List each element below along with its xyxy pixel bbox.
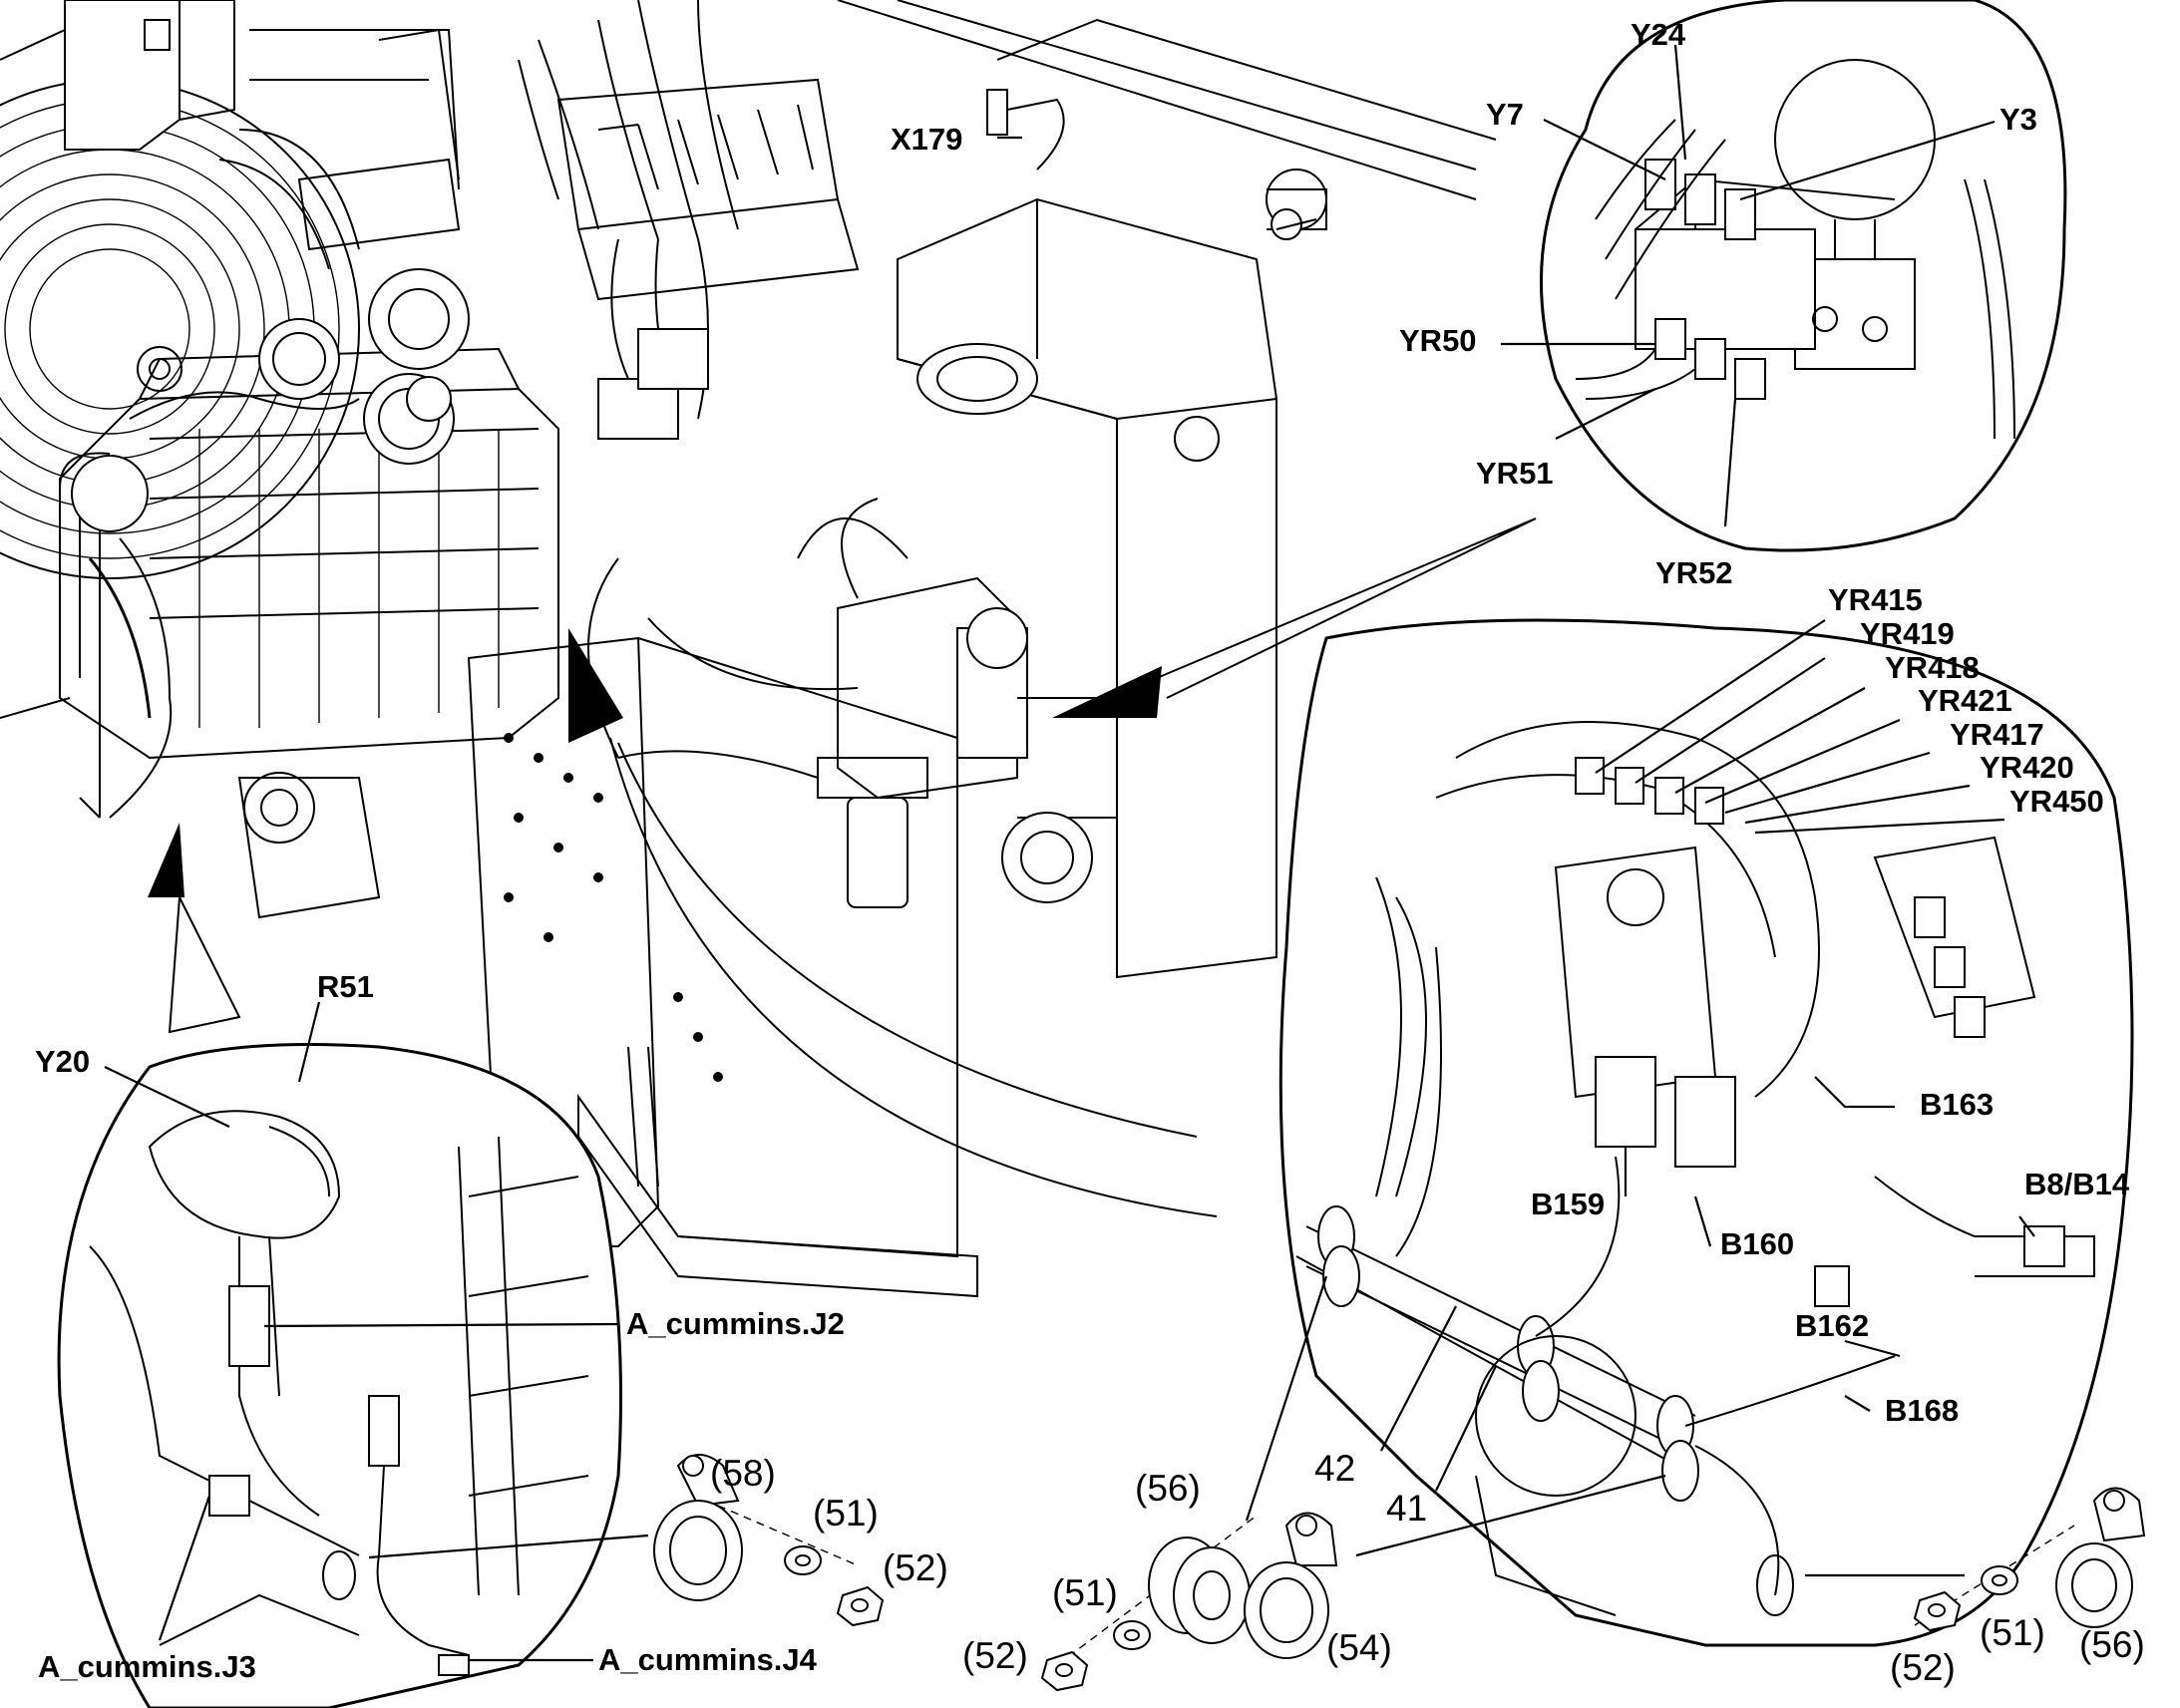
label-a-cummins-j4: A_cummins.J4: [598, 1642, 818, 1677]
clamp-58: [653, 1454, 743, 1601]
detail-bubble-valves-right: [1278, 618, 2134, 1647]
callout-51-left: (51): [813, 1493, 879, 1534]
label-y24: Y24: [1631, 17, 1686, 52]
label-yr419: YR419: [1860, 616, 1955, 651]
engine-block: [59, 318, 559, 919]
label-b162: B162: [1795, 1308, 1869, 1343]
hydraulic-tank: [897, 169, 1327, 979]
nut-52-center: [1040, 1650, 1089, 1692]
callout-52-center: (52): [962, 1635, 1028, 1676]
clamp-56-right: [2055, 1487, 2146, 1628]
label-yr415: YR415: [1828, 582, 1923, 617]
hardware-callouts: (58) (51) (52) (56) (51) (52) (54) (52) …: [710, 1453, 2145, 1688]
label-yr421: YR421: [1918, 683, 2012, 718]
label-yr420: YR420: [1980, 750, 2074, 785]
nut-52-left: [836, 1585, 885, 1627]
machine-overview-drawing: [0, 0, 1497, 1298]
callout-58: (58): [710, 1453, 776, 1494]
callout-56-right: (56): [2079, 1624, 2145, 1665]
washer-51-center: [1113, 1620, 1151, 1650]
label-r51: R51: [317, 969, 374, 1004]
detail-bubble-engine: [57, 1043, 622, 1708]
washer-51-right: [1981, 1565, 2018, 1595]
label-a-cummins-j2: A_cummins.J2: [626, 1306, 845, 1341]
label-41: 41: [1386, 1488, 1427, 1529]
detail-bubble-valves-top: [1539, 0, 2067, 552]
label-x179: X179: [891, 122, 962, 157]
label-yr51: YR51: [1476, 456, 1554, 491]
clamp-54: [1244, 1512, 1338, 1659]
zoom-pointers: [148, 517, 1537, 1217]
label-yr52: YR52: [1655, 555, 1733, 590]
callout-52-right: (52): [1890, 1647, 1956, 1688]
label-y3: Y3: [1999, 102, 2037, 137]
label-a-cummins-j3: A_cummins.J3: [38, 1649, 256, 1684]
label-b8-b14: B8/B14: [2024, 1167, 2130, 1201]
label-yr418: YR418: [1885, 650, 1980, 685]
label-yr417: YR417: [1950, 717, 2044, 752]
leader-lines: [104, 44, 2035, 1662]
label-b160: B160: [1720, 1226, 1794, 1261]
callout-54: (54): [1326, 1627, 1392, 1668]
callout-51-center: (51): [1052, 1572, 1118, 1613]
label-b159: B159: [1531, 1187, 1605, 1221]
grommet-56: [1148, 1537, 1251, 1644]
label-y7: Y7: [1486, 97, 1524, 132]
callout-56-center: (56): [1135, 1468, 1201, 1509]
component-labels: X179 Y24 Y7 Y3 YR50 YR51 YR52 YR415 YR41…: [35, 17, 2130, 1684]
callout-52-left: (52): [883, 1547, 948, 1588]
label-yr50: YR50: [1399, 323, 1477, 358]
label-y20: Y20: [35, 1044, 90, 1079]
label-yr450: YR450: [2009, 784, 2104, 819]
label-b168: B168: [1885, 1393, 1959, 1428]
label-b163: B163: [1920, 1087, 1994, 1122]
washer-51-left: [784, 1545, 822, 1575]
valve-bank-top: [518, 0, 860, 440]
callout-51-right: (51): [1980, 1612, 2045, 1653]
nut-52-right: [1913, 1590, 1962, 1632]
label-42: 42: [1314, 1448, 1355, 1489]
